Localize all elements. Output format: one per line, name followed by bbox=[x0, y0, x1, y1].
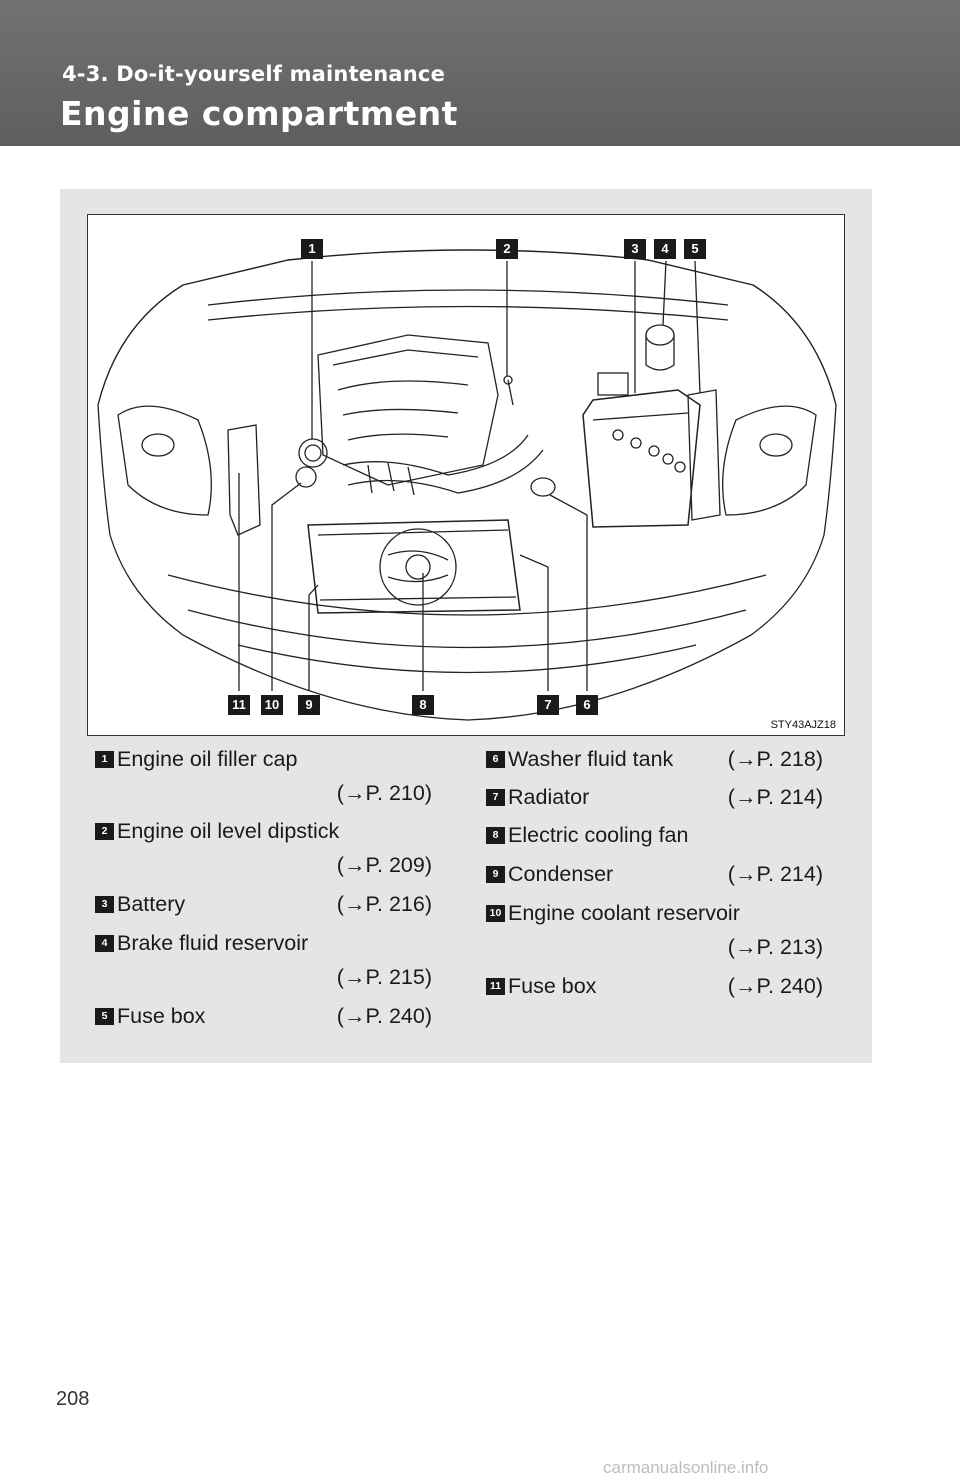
callout-8: 8 bbox=[412, 695, 434, 715]
legend-name: Battery bbox=[117, 892, 186, 916]
legend-name: Radiator bbox=[508, 785, 590, 809]
legend-name: Engine oil level dipstick bbox=[117, 819, 340, 843]
legend-item: 3 Battery (→P. 216) bbox=[95, 891, 435, 919]
legend-badge: 3 bbox=[95, 896, 114, 913]
legend-badge: 4 bbox=[95, 935, 114, 952]
legend-item: 11 Fuse box (→P. 240) bbox=[486, 973, 826, 1001]
legend-ref: (→P. 213) bbox=[727, 935, 823, 959]
figure-code: STY43AJZ18 bbox=[770, 719, 836, 731]
legend-item: 5 Fuse box (→P. 240) bbox=[95, 1003, 435, 1031]
callout-5: 5 bbox=[684, 239, 706, 259]
legend-badge: 7 bbox=[486, 789, 505, 806]
legend-badge: 1 bbox=[95, 751, 114, 768]
callout-9: 9 bbox=[298, 695, 320, 715]
legend-item: 8 Electric cooling fan bbox=[486, 822, 826, 850]
chapter-header: 4-3. Do-it-yourself maintenance Engine c… bbox=[0, 0, 960, 146]
legend-ref: (→P. 218) bbox=[727, 747, 823, 771]
legend-item: 10 Engine coolant reservoir (→P. 213) bbox=[486, 900, 826, 960]
callout-6: 6 bbox=[576, 695, 598, 715]
page-number: 208 bbox=[56, 1388, 90, 1410]
legend-item: 2 Engine oil level dipstick (→P. 209) bbox=[95, 818, 435, 878]
callout-11: 11 bbox=[228, 695, 250, 715]
legend-item: 9 Condenser (→P. 214) bbox=[486, 861, 826, 889]
legend-ref: (→P. 210) bbox=[336, 781, 432, 805]
legend-name: Engine oil filler cap bbox=[117, 747, 298, 771]
callout-3: 3 bbox=[624, 239, 646, 259]
legend-ref: (→P. 216) bbox=[336, 892, 432, 916]
legend-item: 4 Brake fluid reservoir (→P. 215) bbox=[95, 930, 435, 990]
legend-item: 1 Engine oil filler cap (→P. 210) bbox=[95, 746, 435, 806]
engine-compartment-illustration: 1 2 3 4 5 11 10 9 8 7 6 STY43AJZ18 bbox=[87, 214, 845, 736]
legend-ref: (→P. 214) bbox=[727, 785, 823, 809]
engine-line-drawing bbox=[97, 249, 837, 721]
legend-name: Condenser bbox=[508, 862, 614, 886]
callout-2: 2 bbox=[496, 239, 518, 259]
watermark: carmanualsonline.info bbox=[603, 1458, 769, 1477]
legend-name: Brake fluid reservoir bbox=[117, 931, 309, 955]
page-title: Engine compartment bbox=[60, 94, 458, 133]
legend-badge: 2 bbox=[95, 823, 114, 840]
legend-name: Fuse box bbox=[508, 974, 597, 998]
legend-ref: (→P. 214) bbox=[727, 862, 823, 886]
legend-badge: 5 bbox=[95, 1008, 114, 1025]
callout-4: 4 bbox=[654, 239, 676, 259]
callout-7: 7 bbox=[537, 695, 559, 715]
legend-item: 7 Radiator (→P. 214) bbox=[486, 784, 826, 812]
legend-badge: 9 bbox=[486, 866, 505, 883]
legend-name: Washer fluid tank bbox=[508, 747, 674, 771]
legend-item: 6 Washer fluid tank (→P. 218) bbox=[486, 746, 826, 774]
callout-10: 10 bbox=[261, 695, 283, 715]
callout-1: 1 bbox=[301, 239, 323, 259]
legend-badge: 6 bbox=[486, 751, 505, 768]
section-label: 4-3. Do-it-yourself maintenance bbox=[62, 62, 446, 86]
legend-badge: 10 bbox=[486, 905, 505, 922]
legend-ref: (→P. 215) bbox=[336, 965, 432, 989]
legend-name: Fuse box bbox=[117, 1004, 206, 1028]
legend-name: Electric cooling fan bbox=[508, 823, 689, 847]
legend-name: Engine coolant reservoir bbox=[508, 901, 740, 925]
legend-ref: (→P. 240) bbox=[336, 1004, 432, 1028]
legend-badge: 8 bbox=[486, 827, 505, 844]
legend-ref: (→P. 240) bbox=[727, 974, 823, 998]
legend-ref: (→P. 209) bbox=[336, 853, 432, 877]
legend-badge: 11 bbox=[486, 978, 505, 995]
